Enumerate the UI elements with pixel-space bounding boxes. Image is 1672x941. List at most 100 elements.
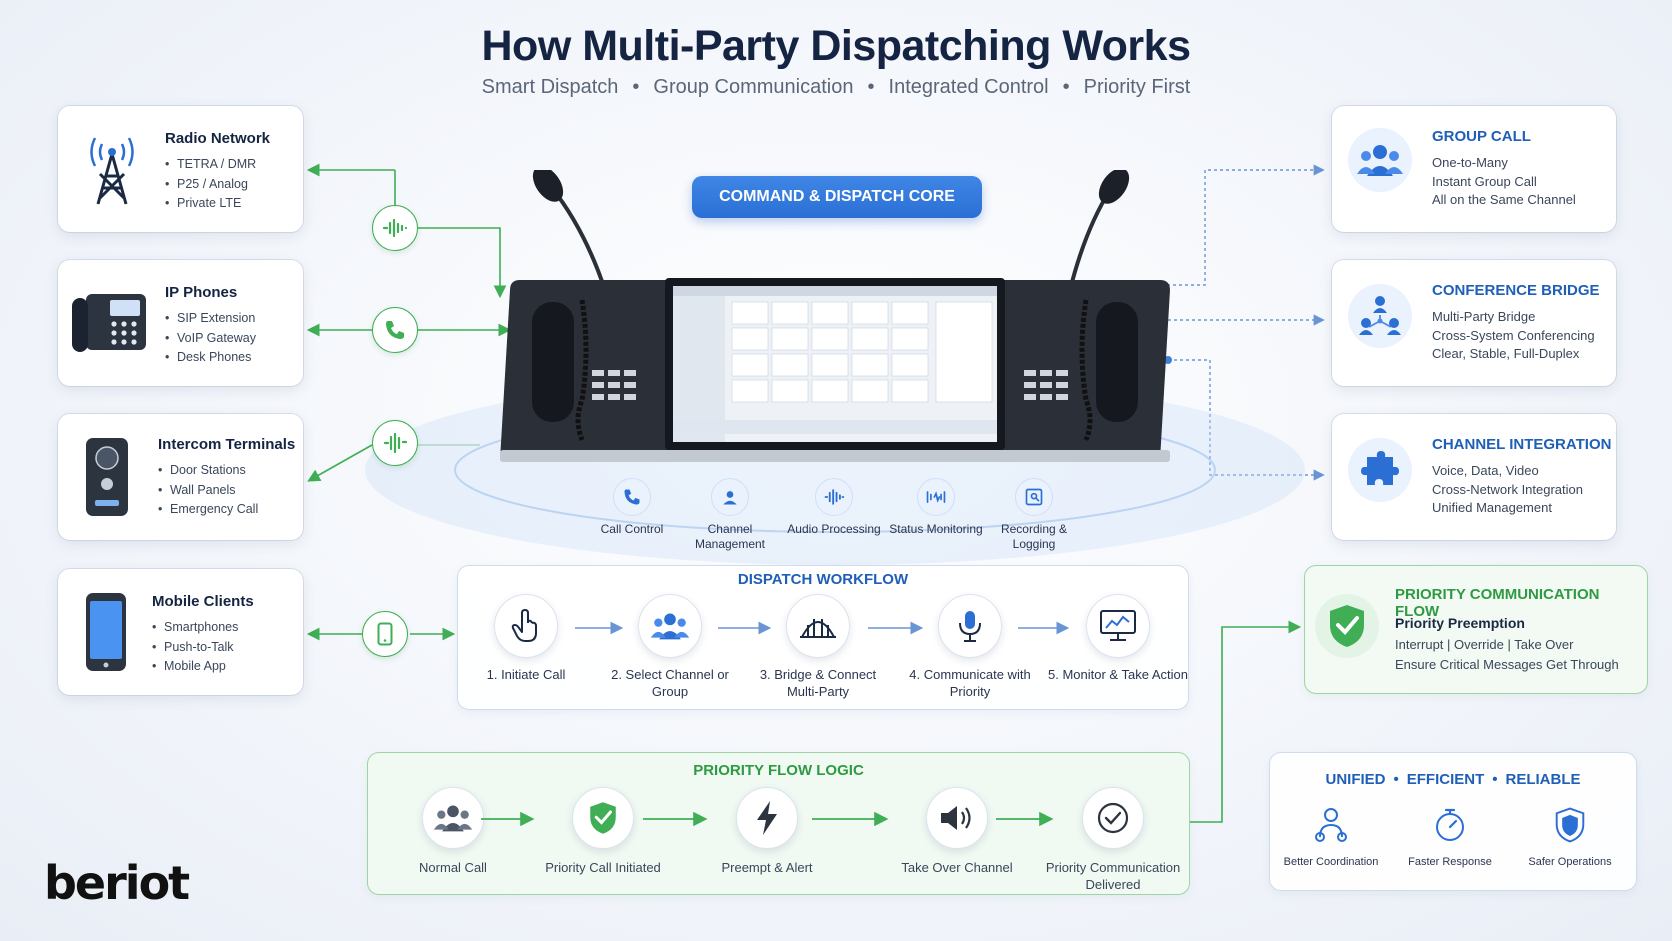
check-circle-icon: [1097, 802, 1129, 834]
bridge-icon: [800, 619, 836, 638]
audio-signal-icon: [372, 420, 418, 466]
workflow-step-initiate: 1. Initiate Call: [456, 594, 596, 683]
benefit-coordination: Better Coordination: [1271, 807, 1391, 868]
intercom-icon: [86, 438, 128, 516]
dispatch-console-image: [500, 170, 1170, 462]
hand-tap-icon: [511, 609, 537, 642]
priority-comm-line: Interrupt | Override | Take Over: [1395, 637, 1574, 652]
benefit-label: Safer Operations: [1528, 856, 1612, 868]
tag-priority-first: Priority First: [1083, 76, 1191, 98]
waveform-icon: [372, 205, 418, 251]
capability-title: GROUP CALL: [1432, 128, 1531, 145]
list-item: TETRA / DMR: [165, 155, 270, 175]
source-title: Mobile Clients: [152, 593, 254, 610]
list-item: Push-to-Talk: [152, 638, 254, 658]
priority-comm-line: Ensure Critical Messages Get Through: [1395, 657, 1619, 672]
channel-management-icon: [723, 491, 737, 505]
list-item: Wall Panels: [158, 481, 295, 501]
group-icon: [1357, 145, 1403, 176]
capability-line: Cross-Network Integration: [1432, 481, 1583, 497]
microphone-icon: [959, 611, 981, 642]
dispatch-workflow-panel: DISPATCH WORKFLOW 1. Initiate Call 2. Se…: [457, 565, 1189, 710]
priority-arrows: [481, 811, 1054, 827]
benefits-panel: UNIFIED•EFFICIENT•RELIABLE Better Coordi…: [1269, 752, 1637, 891]
priority-flow-logic-panel: PRIORITY FLOW LOGIC Normal Call Priority…: [367, 752, 1190, 895]
feature-label: Channel Management: [694, 522, 766, 551]
feature-label: Call Control: [600, 522, 664, 536]
group-select-icon: [650, 613, 690, 640]
feature-label: Recording & Logging: [1000, 522, 1068, 551]
capability-title: CONFERENCE BRIDGE: [1432, 282, 1600, 299]
benefit-label: Better Coordination: [1283, 856, 1379, 868]
step-label: Priority Call Initiated: [545, 860, 661, 875]
coordination-icon: [1315, 808, 1347, 842]
priority-step-initiated: Priority Call Initiated: [528, 787, 678, 876]
priority-step-preempt: Preempt & Alert: [692, 787, 842, 876]
shield-check-icon: [1330, 605, 1364, 647]
step-label: Normal Call: [419, 860, 487, 875]
list-item: Desk Phones: [165, 348, 256, 368]
audio-processing-icon: [824, 489, 845, 505]
source-title: IP Phones: [165, 284, 238, 301]
feature-status-monitoring: Status Monitoring: [886, 478, 986, 537]
step-label: Preempt & Alert: [721, 860, 813, 875]
benefit-label: Faster Response: [1408, 856, 1492, 868]
brand-logo: beriot: [44, 856, 190, 910]
status-monitoring-icon: [926, 491, 946, 503]
capability-card-group-call: GROUP CALL One-to-Many Instant Group Cal…: [1332, 106, 1616, 232]
call-control-icon: [624, 489, 640, 505]
capability-title: CHANNEL INTEGRATION: [1432, 436, 1612, 453]
capability-line: Instant Group Call: [1432, 173, 1537, 189]
step-label: 1. Initiate Call: [486, 667, 566, 682]
step-label: 3. Bridge & Connect Multi-Party: [759, 667, 877, 699]
list-item: Door Stations: [158, 461, 295, 481]
step-label: Take Over Channel: [901, 860, 1013, 875]
capability-line: Unified Management: [1432, 500, 1552, 515]
priority-step-take-over: Take Over Channel: [882, 787, 1032, 876]
capability-line: Cross-System Conferencing: [1432, 327, 1595, 343]
workflow-step-bridge: 3. Bridge & Connect Multi-Party: [748, 594, 888, 700]
capability-line: Clear, Stable, Full-Duplex: [1432, 346, 1580, 361]
capability-card-channel-integration: CHANNEL INTEGRATION Voice, Data, Video C…: [1332, 414, 1616, 540]
source-card-mobile-clients: Mobile Clients Smartphones Push-to-Talk …: [58, 569, 303, 695]
source-card-radio-network: Radio Network TETRA / DMR P25 / Analog P…: [58, 106, 303, 232]
capability-line: All on the Same Channel: [1432, 192, 1576, 207]
list-item: Emergency Call: [158, 500, 295, 520]
capability-line: One-to-Many: [1432, 155, 1508, 170]
list-item: VoIP Gateway: [165, 329, 256, 349]
capability-line: Voice, Data, Video: [1432, 463, 1539, 478]
workflow-step-select: 2. Select Channel or Group: [600, 594, 740, 700]
tag-integrated-control: Integrated Control: [888, 76, 1049, 98]
step-label: 5. Monitor & Take Action: [1048, 667, 1188, 682]
benefit-word: UNIFIED: [1325, 771, 1386, 788]
source-title: Intercom Terminals: [158, 436, 296, 453]
mobile-icon: [362, 611, 408, 657]
step-label: Priority Communication Delivered: [1045, 860, 1181, 892]
source-title: Radio Network: [165, 130, 271, 147]
step-label: 2. Select Channel or Group: [611, 667, 729, 699]
list-item: SIP Extension: [165, 309, 256, 329]
puzzle-icon: [1361, 451, 1399, 485]
priority-step-delivered: Priority Communication Delivered: [1038, 787, 1188, 893]
feature-label: Audio Processing: [787, 522, 881, 536]
workflow-step-monitor: 5. Monitor & Take Action: [1048, 594, 1188, 683]
workflow-step-communicate: 4. Communicate with Priority: [900, 594, 1040, 700]
feature-channel-management: Channel Management: [680, 478, 780, 552]
benefit-word: EFFICIENT: [1406, 771, 1485, 788]
workflow-title: DISPATCH WORKFLOW: [737, 571, 909, 588]
speaker-icon: [941, 806, 971, 830]
users-icon: [433, 805, 473, 832]
shield-check-icon: [590, 802, 616, 834]
stopwatch-icon: [1436, 808, 1464, 841]
tag-group-communication: Group Communication: [653, 76, 854, 98]
source-card-intercom-terminals: Intercom Terminals Door Stations Wall Pa…: [58, 414, 303, 540]
priority-logic-title: PRIORITY FLOW LOGIC: [693, 762, 864, 779]
smartphone-icon: [86, 593, 126, 671]
priority-step-normal-call: Normal Call: [378, 787, 528, 876]
shield-icon: [1555, 807, 1585, 843]
benefits-title: UNIFIED•EFFICIENT•RELIABLE: [1325, 771, 1581, 788]
subtitle: Smart Dispatch•Group Communication•Integ…: [481, 76, 1191, 98]
priority-comm-subtitle: Priority Preemption: [1395, 615, 1525, 631]
feature-audio-processing: Audio Processing: [784, 478, 884, 537]
feature-call-control: Call Control: [582, 478, 682, 537]
